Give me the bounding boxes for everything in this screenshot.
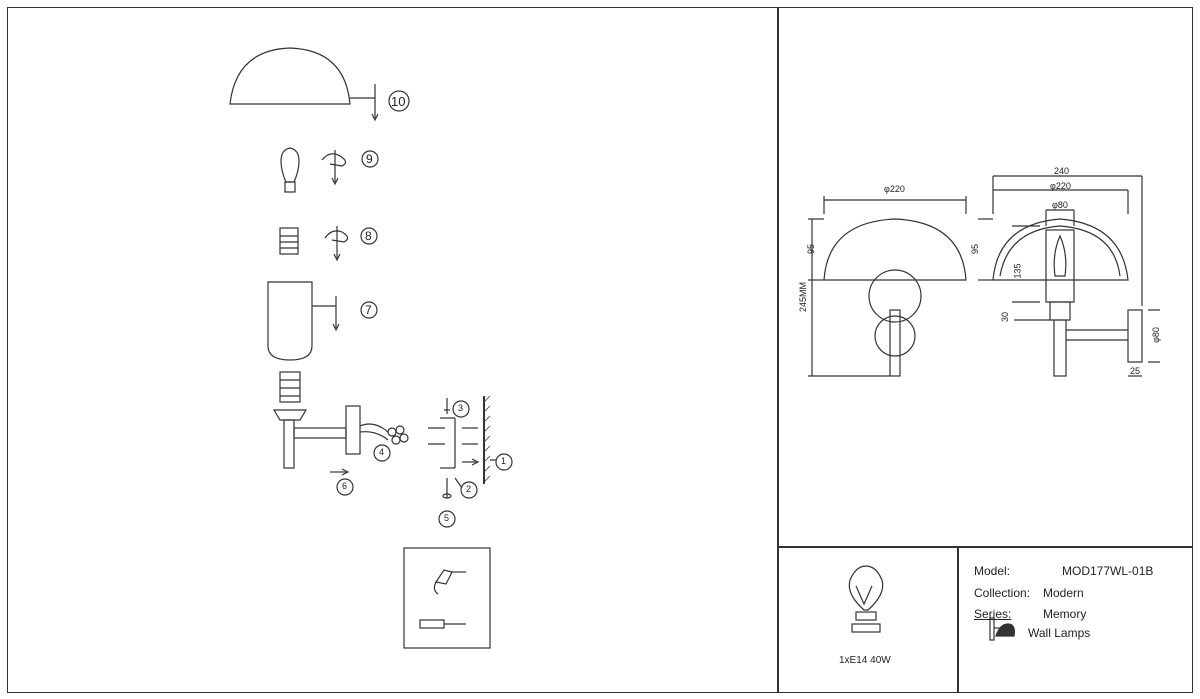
step-1-label: 1 [501,456,507,466]
step-7-label: 7 [365,303,372,317]
step-8-label: 8 [365,229,372,243]
cup-part [267,281,313,361]
step-2-label: 2 [466,484,472,494]
divider-vertical-info [957,546,959,693]
step-6-label: 6 [342,481,348,491]
step-4-label: 4 [379,447,385,457]
bulb-spec-icon [848,565,884,611]
step-9-label: 9 [366,152,373,166]
drawing-frame [7,7,1193,693]
model-value: MOD177WL-01B [1062,564,1154,578]
dim-side-diameter: φ220 [1050,181,1071,191]
series-value: Memory [1043,607,1087,621]
dim-side-base-diameter: φ80 [1150,327,1161,343]
front-shade [823,218,967,281]
side-shade [992,218,1129,281]
step-3-label: 3 [458,403,464,413]
thread-part [279,371,301,403]
dim-side-inner-height: 135 [1012,263,1023,279]
socket-part [279,227,299,255]
step-5-label: 5 [444,513,450,523]
step-10-label: 10 [391,94,406,109]
collection-value: Modern [1043,586,1084,600]
dim-side-shade-height: 95 [970,243,981,255]
dim-side-small-height: 30 [1000,311,1011,323]
divider-vertical-main [777,7,779,693]
series-label: Series: [974,607,1012,621]
dim-side-base-depth: 25 [1130,366,1141,376]
collection-label: Collection: [974,586,1031,600]
bulb-part [280,147,300,183]
shade-part [229,47,351,105]
bulb-spec-text: 1xE14 40W [839,655,891,666]
wall-plate-part [345,405,361,455]
type-value: Wall Lamps [1028,626,1091,640]
divider-horizontal-right [777,546,1193,548]
dim-side-inner-diameter: φ80 [1052,200,1068,210]
tools-box [403,547,491,649]
dim-side-width: 240 [1054,166,1070,176]
dim-front-shade-height: 95 [806,243,817,255]
model-label: Model: [974,564,1011,578]
dim-front-diameter: φ220 [884,184,905,194]
dim-front-total-height: 245MM [798,281,809,313]
